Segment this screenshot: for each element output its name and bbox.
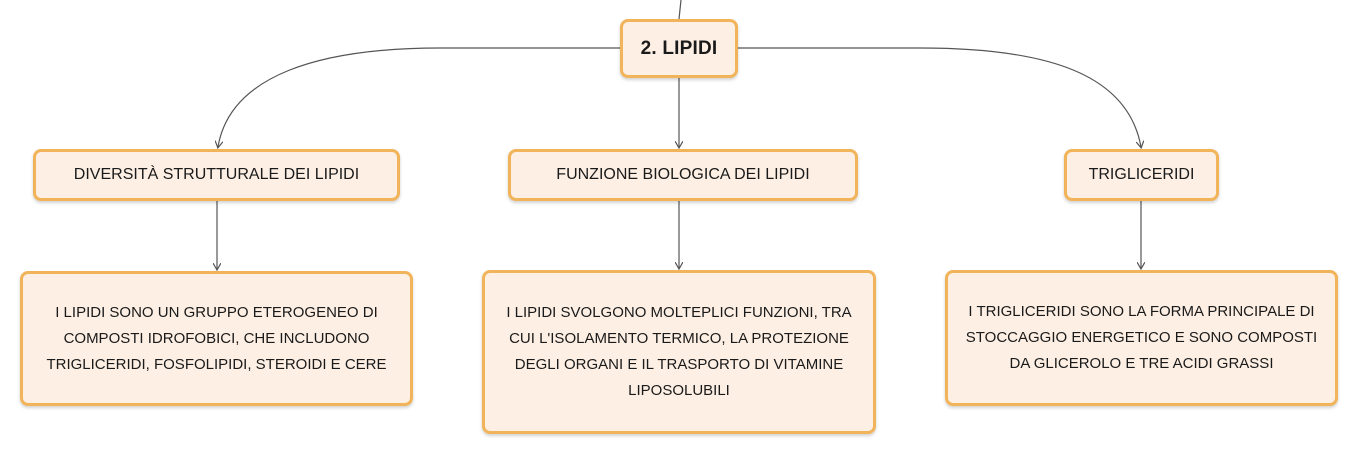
- connector-root-branch-3: [738, 47, 1141, 147]
- detail-node-text: I LIPIDI SVOLGONO MOLTEPLICI FUNZIONI, T…: [506, 304, 852, 399]
- branch-node-structural-diversity[interactable]: DIVERSITÀ STRUTTURALE DEI LIPIDI: [33, 149, 400, 201]
- branch-node-triglycerides[interactable]: TRIGLICERIDI: [1064, 149, 1219, 201]
- detail-node-triglycerides[interactable]: I TRIGLICERIDI SONO LA FORMA PRINCIPALE …: [945, 270, 1338, 406]
- detail-node-biological-function[interactable]: I LIPIDI SVOLGONO MOLTEPLICI FUNZIONI, T…: [482, 270, 876, 434]
- branch-node-label: TRIGLICERIDI: [1088, 166, 1195, 183]
- connector-root-branch-1: [218, 47, 620, 147]
- branch-node-label: DIVERSITÀ STRUTTURALE DEI LIPIDI: [73, 166, 360, 183]
- detail-node-text: I LIPIDI SONO UN GRUPPO ETEROGENEO DI CO…: [46, 303, 387, 373]
- detail-node-text: I TRIGLICERIDI SONO LA FORMA PRINCIPALE …: [965, 303, 1318, 372]
- root-node-label: 2. LIPIDI: [640, 37, 718, 59]
- root-node[interactable]: 2. LIPIDI: [620, 19, 738, 78]
- branch-node-label: FUNZIONE BIOLOGICA DEI LIPIDI: [556, 166, 810, 183]
- detail-node-structural-diversity[interactable]: I LIPIDI SONO UN GRUPPO ETEROGENEO DI CO…: [20, 271, 413, 406]
- connector-incoming: [678, 0, 682, 20]
- branch-node-biological-function[interactable]: FUNZIONE BIOLOGICA DEI LIPIDI: [508, 149, 858, 201]
